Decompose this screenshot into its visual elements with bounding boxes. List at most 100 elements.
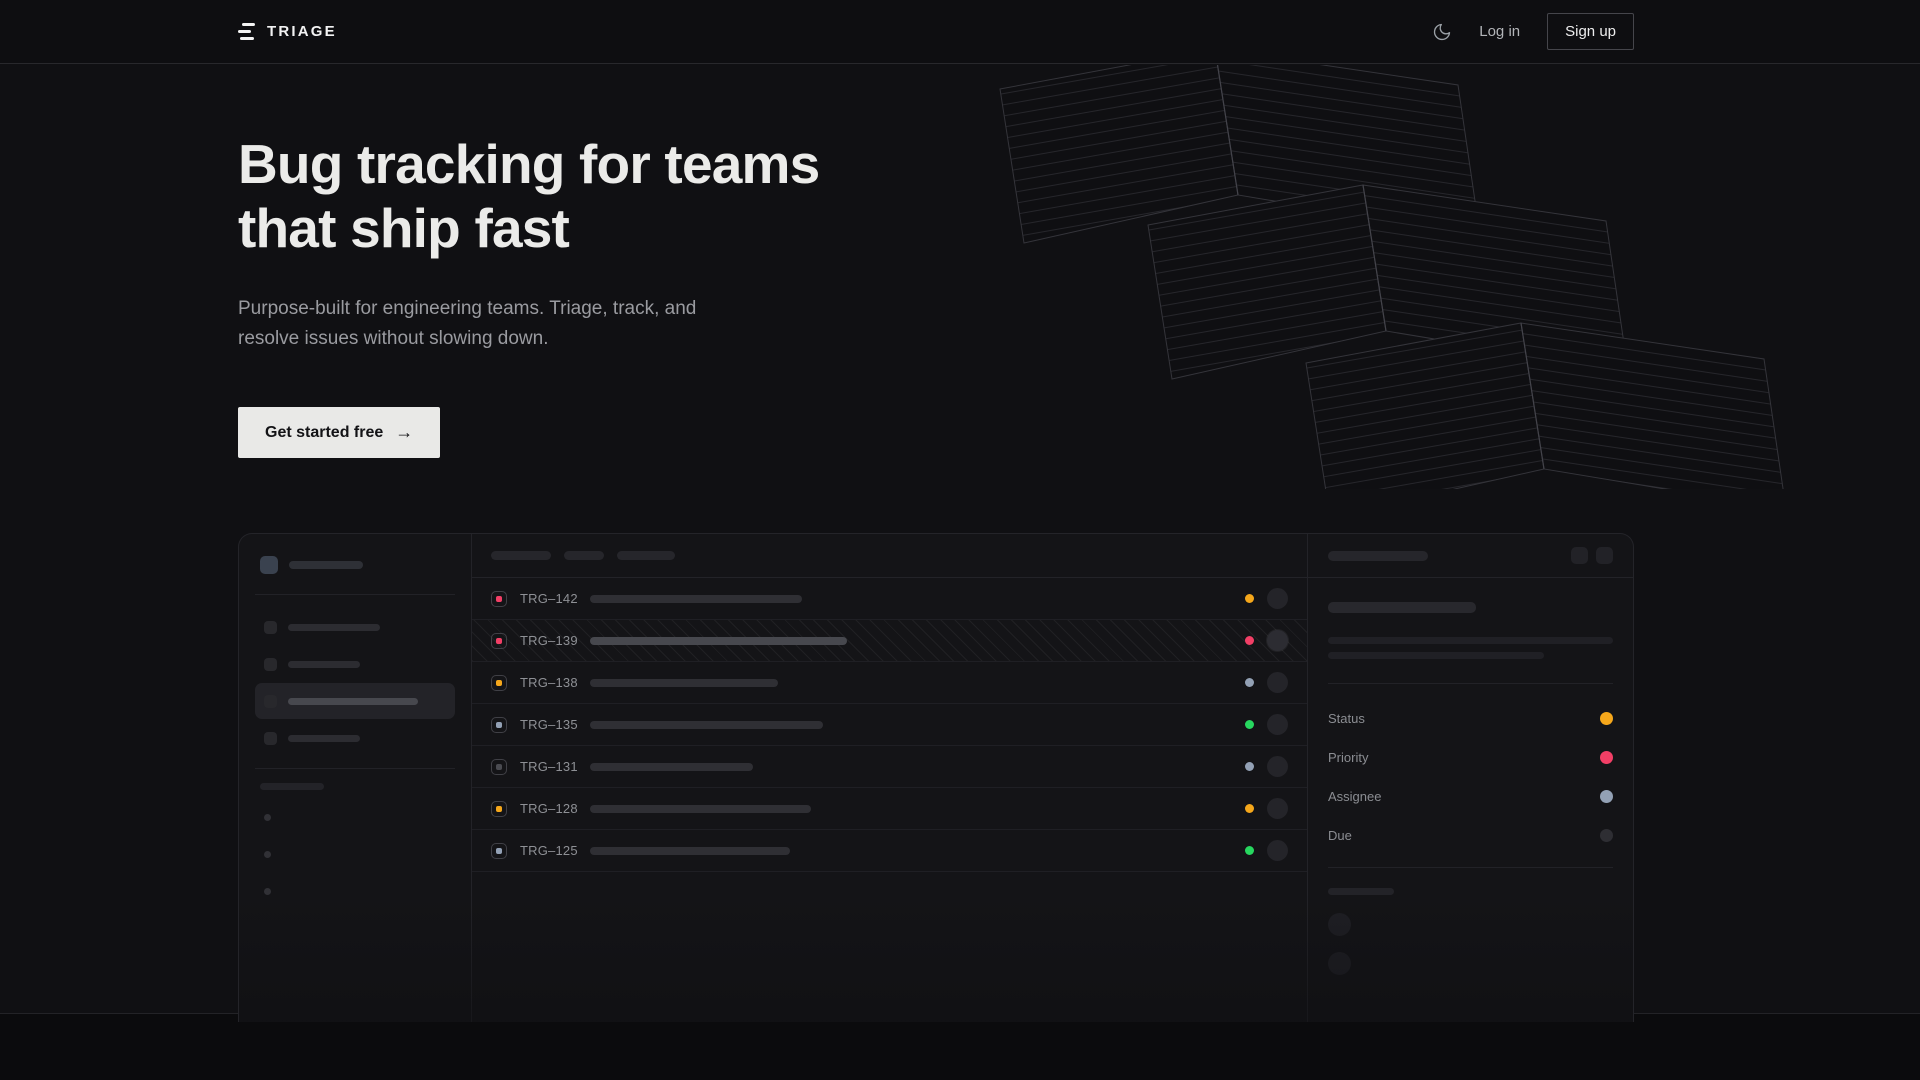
issue-checkbox-icon <box>491 632 507 649</box>
status-dot <box>1245 636 1254 646</box>
skeleton-bar <box>288 623 380 631</box>
hero-title: Bug tracking for teams that ship fast <box>238 133 820 260</box>
issue-row: TRG–128 <box>472 788 1307 831</box>
issue-checkbox-icon <box>491 758 507 775</box>
issue-checkbox-icon <box>491 716 507 733</box>
issue-checkbox-icon <box>491 590 507 607</box>
description-skeleton <box>1328 652 1544 660</box>
issue-title-skeleton <box>589 846 790 855</box>
issue-title-skeleton <box>589 678 778 687</box>
issue-id: TRG–128 <box>520 801 578 817</box>
avatar <box>1267 756 1288 778</box>
list-toolbar <box>472 534 1307 579</box>
issue-id: TRG–142 <box>520 591 578 607</box>
sidebar-nav-item <box>255 720 455 756</box>
avatar <box>1267 672 1288 694</box>
issue-row: TRG–142 <box>472 578 1307 621</box>
divider <box>255 768 455 770</box>
get-started-button[interactable]: Get started free → <box>238 407 441 459</box>
issue-checkbox-icon <box>491 800 507 817</box>
issue-row-selected: TRG–139 <box>472 620 1307 663</box>
status-dot <box>1600 712 1613 726</box>
issue-checkbox-icon <box>491 842 507 859</box>
signup-button[interactable]: Sign up <box>1547 13 1634 50</box>
sidebar-nav-item <box>255 646 455 682</box>
issue-row: TRG–135 <box>472 704 1307 747</box>
issue-id: TRG–125 <box>520 843 578 859</box>
issue-id: TRG–131 <box>520 759 578 775</box>
theme-toggle-button[interactable] <box>1432 22 1452 42</box>
status-dot <box>1245 762 1254 772</box>
sidebar-dot <box>264 888 271 896</box>
field-status: Status <box>1328 711 1613 726</box>
issue-title-skeleton <box>589 594 802 603</box>
divider <box>1328 683 1613 685</box>
login-button[interactable]: Log in <box>1479 23 1521 40</box>
avatar <box>1267 840 1288 862</box>
issue-id: TRG–139 <box>520 633 578 649</box>
nav-item-icon <box>264 620 277 634</box>
issue-title-skeleton <box>589 804 811 813</box>
issue-title-skeleton <box>1328 602 1476 614</box>
issue-checkbox-icon <box>491 674 507 691</box>
skeleton-bar <box>289 561 363 570</box>
skeleton-pill <box>1328 550 1428 561</box>
nav-item-icon <box>264 694 277 708</box>
assignee-dot <box>1600 790 1613 804</box>
nav-item-icon <box>264 657 277 671</box>
status-dot <box>1245 804 1254 814</box>
triage-logo-icon <box>238 23 256 40</box>
sidebar-dot <box>264 814 271 822</box>
moon-icon <box>1434 23 1451 40</box>
issue-id: TRG–138 <box>520 675 578 691</box>
skeleton-bar <box>288 734 360 742</box>
issue-detail-panel: Status Priority Assignee Due <box>1307 534 1633 1023</box>
avatar <box>1267 714 1288 736</box>
field-due: Due <box>1328 828 1613 843</box>
priority-dot <box>1600 751 1613 765</box>
comment-avatar-skeleton <box>1328 952 1351 976</box>
section-label-skeleton <box>1328 888 1394 896</box>
nav-item-icon <box>264 731 277 745</box>
status-dot <box>1245 846 1254 856</box>
skeleton-pill <box>564 551 604 561</box>
due-dot <box>1600 829 1613 843</box>
skeleton-pill <box>491 551 551 561</box>
section-label-skeleton <box>260 783 324 791</box>
field-priority: Priority <box>1328 750 1613 765</box>
panel-button-icon <box>1571 547 1588 565</box>
sidebar-nav-item <box>255 609 455 645</box>
issue-row: TRG–131 <box>472 746 1307 789</box>
sidebar-dot <box>264 851 271 859</box>
divider <box>255 594 455 596</box>
issue-id: TRG–135 <box>520 717 578 733</box>
brand[interactable]: TRIAGE <box>238 23 337 40</box>
mockup-sidebar <box>239 534 472 1023</box>
issue-title-skeleton <box>589 762 753 771</box>
workspace-avatar <box>260 556 278 575</box>
hero-subtitle: Purpose-built for engineering teams. Tri… <box>238 297 697 350</box>
issue-row: TRG–125 <box>472 830 1307 873</box>
issue-list: TRG–142 TRG–139 TRG–138 <box>472 534 1307 1022</box>
panel-header <box>1308 534 1633 579</box>
footer <box>0 1013 1920 1080</box>
workspace-switcher <box>260 556 455 575</box>
issue-title-skeleton <box>589 720 823 729</box>
top-nav: TRIAGE Log in Sign up <box>0 0 1920 64</box>
status-dot <box>1245 594 1254 604</box>
panel-button-icon <box>1596 547 1613 565</box>
arrow-right-icon: → <box>395 422 414 443</box>
status-dot <box>1245 720 1254 730</box>
avatar <box>1267 798 1288 820</box>
skeleton-bar <box>288 660 360 668</box>
panel-header-buttons <box>1571 547 1613 565</box>
description-skeleton <box>1328 637 1613 645</box>
app-mockup: TRG–142 TRG–139 TRG–138 <box>238 533 1634 1023</box>
comment-avatar-skeleton <box>1328 913 1351 937</box>
field-assignee: Assignee <box>1328 789 1613 804</box>
avatar <box>1267 588 1288 610</box>
issue-row: TRG–138 <box>472 662 1307 705</box>
brand-name: TRIAGE <box>267 23 337 40</box>
sidebar-nav-item-active <box>255 683 455 720</box>
skeleton-pill <box>617 551 675 561</box>
